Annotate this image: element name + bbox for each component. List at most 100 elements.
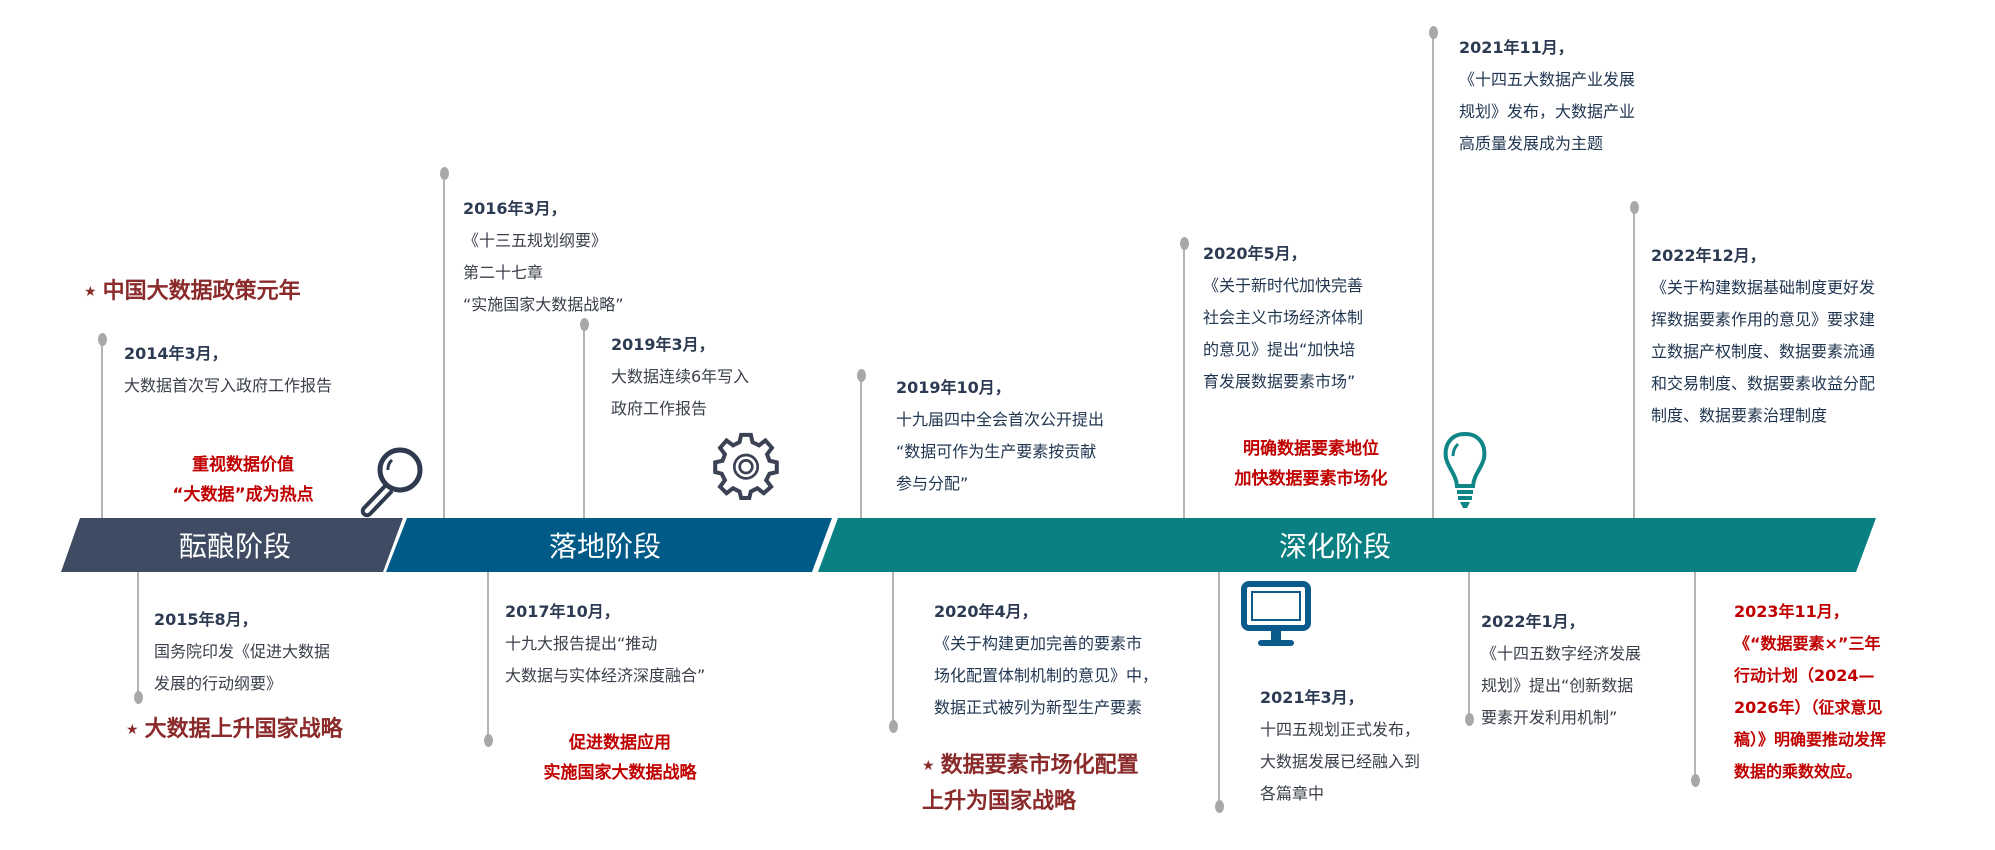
milestone-line: ★数据要素市场化配置 (922, 748, 1139, 784)
lightbulb-icon (1443, 431, 1487, 508)
timeline-event: 2019年10月，十九届四中全会首次公开提出“数据可作为生产要素按贡献参与分配” (896, 372, 1104, 500)
event-text-line: 大数据发展已经融入到 (1260, 752, 1421, 771)
highlight-line: 实施国家大数据战略 (543, 763, 697, 783)
event-text-line: 十九大报告提出“推动 (505, 634, 658, 653)
event-text-line: 政府工作报告 (611, 399, 708, 418)
event-text-line: 稿）》明确要推动发挥 (1734, 730, 1887, 749)
timeline-dot (1429, 26, 1438, 39)
timeline-connector (860, 375, 862, 518)
timeline-event: 2022年1月， 《十四五数字经济发展规划》提出“创新数据要素开发利用机制” (1481, 606, 1641, 734)
highlight-note: 明确数据要素地位加快数据要素市场化 (1191, 434, 1431, 494)
event-text-line: 大数据连续6年写入 (611, 367, 750, 386)
timeline-dot (857, 369, 866, 382)
milestone-line: 上升为国家战略 (922, 784, 1139, 820)
timeline-dot (580, 318, 589, 331)
highlight-line: “大数据”成为热点 (172, 485, 314, 505)
star-icon: ★ (922, 758, 935, 774)
event-date: 2022年12月， (1651, 246, 1766, 265)
event-date: 2019年3月， (611, 335, 715, 354)
event-text-line: 和交易制度、数据要素收益分配 (1651, 374, 1876, 393)
event-text-line: 高质量发展成为主题 (1459, 134, 1604, 153)
timeline-connector (443, 173, 445, 518)
timeline-dot (98, 333, 107, 346)
timeline-dot (1630, 201, 1639, 214)
stage-band (61, 518, 1876, 572)
event-text-line: 各篇章中 (1260, 784, 1325, 803)
timeline-dot (1180, 237, 1189, 250)
event-text-line: 《“数据要素×”三年 (1734, 634, 1881, 653)
timeline-event: 2021年3月，十四五规划正式发布，大数据发展已经融入到各篇章中 (1260, 682, 1420, 810)
timeline-dot (484, 734, 493, 747)
highlight-line: 重视数据价值 (192, 455, 294, 475)
stage-label-landing: 落地阶段 (548, 530, 661, 563)
event-text-line: 育发展数据要素市场” (1203, 372, 1356, 391)
timeline-dot (134, 691, 143, 704)
timeline-connector (487, 572, 489, 740)
event-date: 2023年11月， (1734, 602, 1849, 621)
star-icon: ★ (126, 722, 139, 738)
timeline-dot (889, 720, 898, 733)
timeline-connector (1183, 243, 1185, 518)
event-text-line: 《关于构建数据基础制度更好发 (1651, 278, 1876, 297)
event-text-line: 要素开发利用机制” (1481, 708, 1618, 727)
event-text-line: 2026年）（征求意见 (1734, 698, 1883, 717)
event-text-line: 的意见》提出“加快培 (1203, 340, 1356, 359)
timeline-event: 2014年3月， 大数据首次写入政府工作报告 (124, 338, 332, 402)
event-text-line: 《关于构建更加完善的要素市 (934, 634, 1143, 653)
timeline-event: 2023年11月， 《“数据要素×”三年行动计划（2024— 2026年）（征求意见… (1734, 596, 1886, 788)
event-text-line: 《十四五数字经济发展 (1481, 644, 1642, 663)
event-date: 2022年1月， (1481, 612, 1585, 631)
timeline-dot (1215, 800, 1224, 813)
event-text-line: 规划》发布，大数据产业 (1459, 102, 1636, 121)
timeline-connector (101, 339, 103, 518)
stage-band-3 (818, 518, 1876, 572)
event-date: 2020年5月， (1203, 244, 1307, 263)
event-text-line: 挥数据要素作用的意见》要求建 (1651, 310, 1876, 329)
event-date: 2015年8月， (154, 610, 258, 629)
event-text-line: 社会主义市场经济体制 (1203, 308, 1364, 327)
milestone-line: ★中国大数据政策元年 (84, 274, 301, 310)
event-text-line: 十四五规划正式发布， (1260, 720, 1421, 739)
stage-label-incubation: 酝酿阶段 (178, 530, 291, 563)
event-text-line: 大数据与实体经济深度融合” (505, 666, 706, 685)
milestone-text: 大数据上升国家战略 (144, 717, 343, 742)
event-text-line: 国务院印发《促进大数据 (154, 642, 331, 661)
event-date: 2020年4月， (934, 602, 1038, 621)
event-text-line: 十九届四中全会首次公开提出 (896, 410, 1105, 429)
event-text-line: 数据正式被列为新型生产要素 (934, 698, 1143, 717)
stage-label-deepening: 深化阶段 (1278, 530, 1391, 563)
event-text-line: 立数据产权制度、数据要素流通 (1651, 342, 1876, 361)
timeline-event: 2021年11月，《十四五大数据产业发展规划》发布，大数据产业高质量发展成为主题 (1459, 32, 1635, 160)
highlight-line: 加快数据要素市场化 (1234, 469, 1388, 489)
event-text-line: 大数据首次写入政府工作报告 (124, 376, 333, 395)
event-text-line: 《关于新时代加快完善 (1203, 276, 1364, 295)
timeline-event: 2019年3月， 大数据连续6年写入政府工作报告 (611, 329, 749, 425)
timeline-dot (1691, 774, 1700, 787)
timeline-dot (1465, 713, 1474, 726)
timeline-event: 2017年10月，十九大报告提出“推动大数据与实体经济深度融合” (505, 596, 705, 692)
timeline-connector (1218, 572, 1220, 806)
event-text-line: 制度、数据要素治理制度 (1651, 406, 1828, 425)
stage-band-1 (61, 518, 403, 572)
event-text-line: 规划》提出“创新数据 (1481, 676, 1634, 695)
timeline-event: 2020年5月， 《关于新时代加快完善社会主义市场经济体制的意见》提出“加快培育发… (1203, 238, 1363, 398)
timeline-event: 2020年4月，《关于构建更加完善的要素市场化配置体制机制的意见》中，数据正式被… (934, 596, 1158, 724)
timeline-connector (1468, 572, 1470, 719)
milestone-line: ★ 大数据上升国家战略 (126, 712, 343, 748)
event-text-line: “实施国家大数据战略” (463, 295, 624, 314)
monitor-icon (1241, 581, 1311, 646)
magnifier-icon (360, 447, 423, 518)
event-text-line: “数据可作为生产要素按贡献 (896, 442, 1097, 461)
milestone-note: ★数据要素市场化配置上升为国家战略 (922, 748, 1139, 820)
event-text-line: 数据的乘数效应。 (1734, 762, 1863, 781)
event-date: 2014年3月， (124, 344, 228, 363)
timeline-event: 2016年3月，《十三五规划纲要》第二十七章“实施国家大数据战略” (463, 193, 624, 321)
event-date: 2016年3月， (463, 199, 567, 218)
timeline-connector (1432, 32, 1434, 518)
highlight-line: 促进数据应用 (569, 733, 671, 753)
timeline-connector (892, 572, 894, 726)
timeline-connector (583, 324, 585, 518)
star-icon: ★ (84, 284, 97, 300)
timeline-dot (440, 167, 449, 180)
event-text-line: 行动计划（2024— (1734, 666, 1875, 685)
